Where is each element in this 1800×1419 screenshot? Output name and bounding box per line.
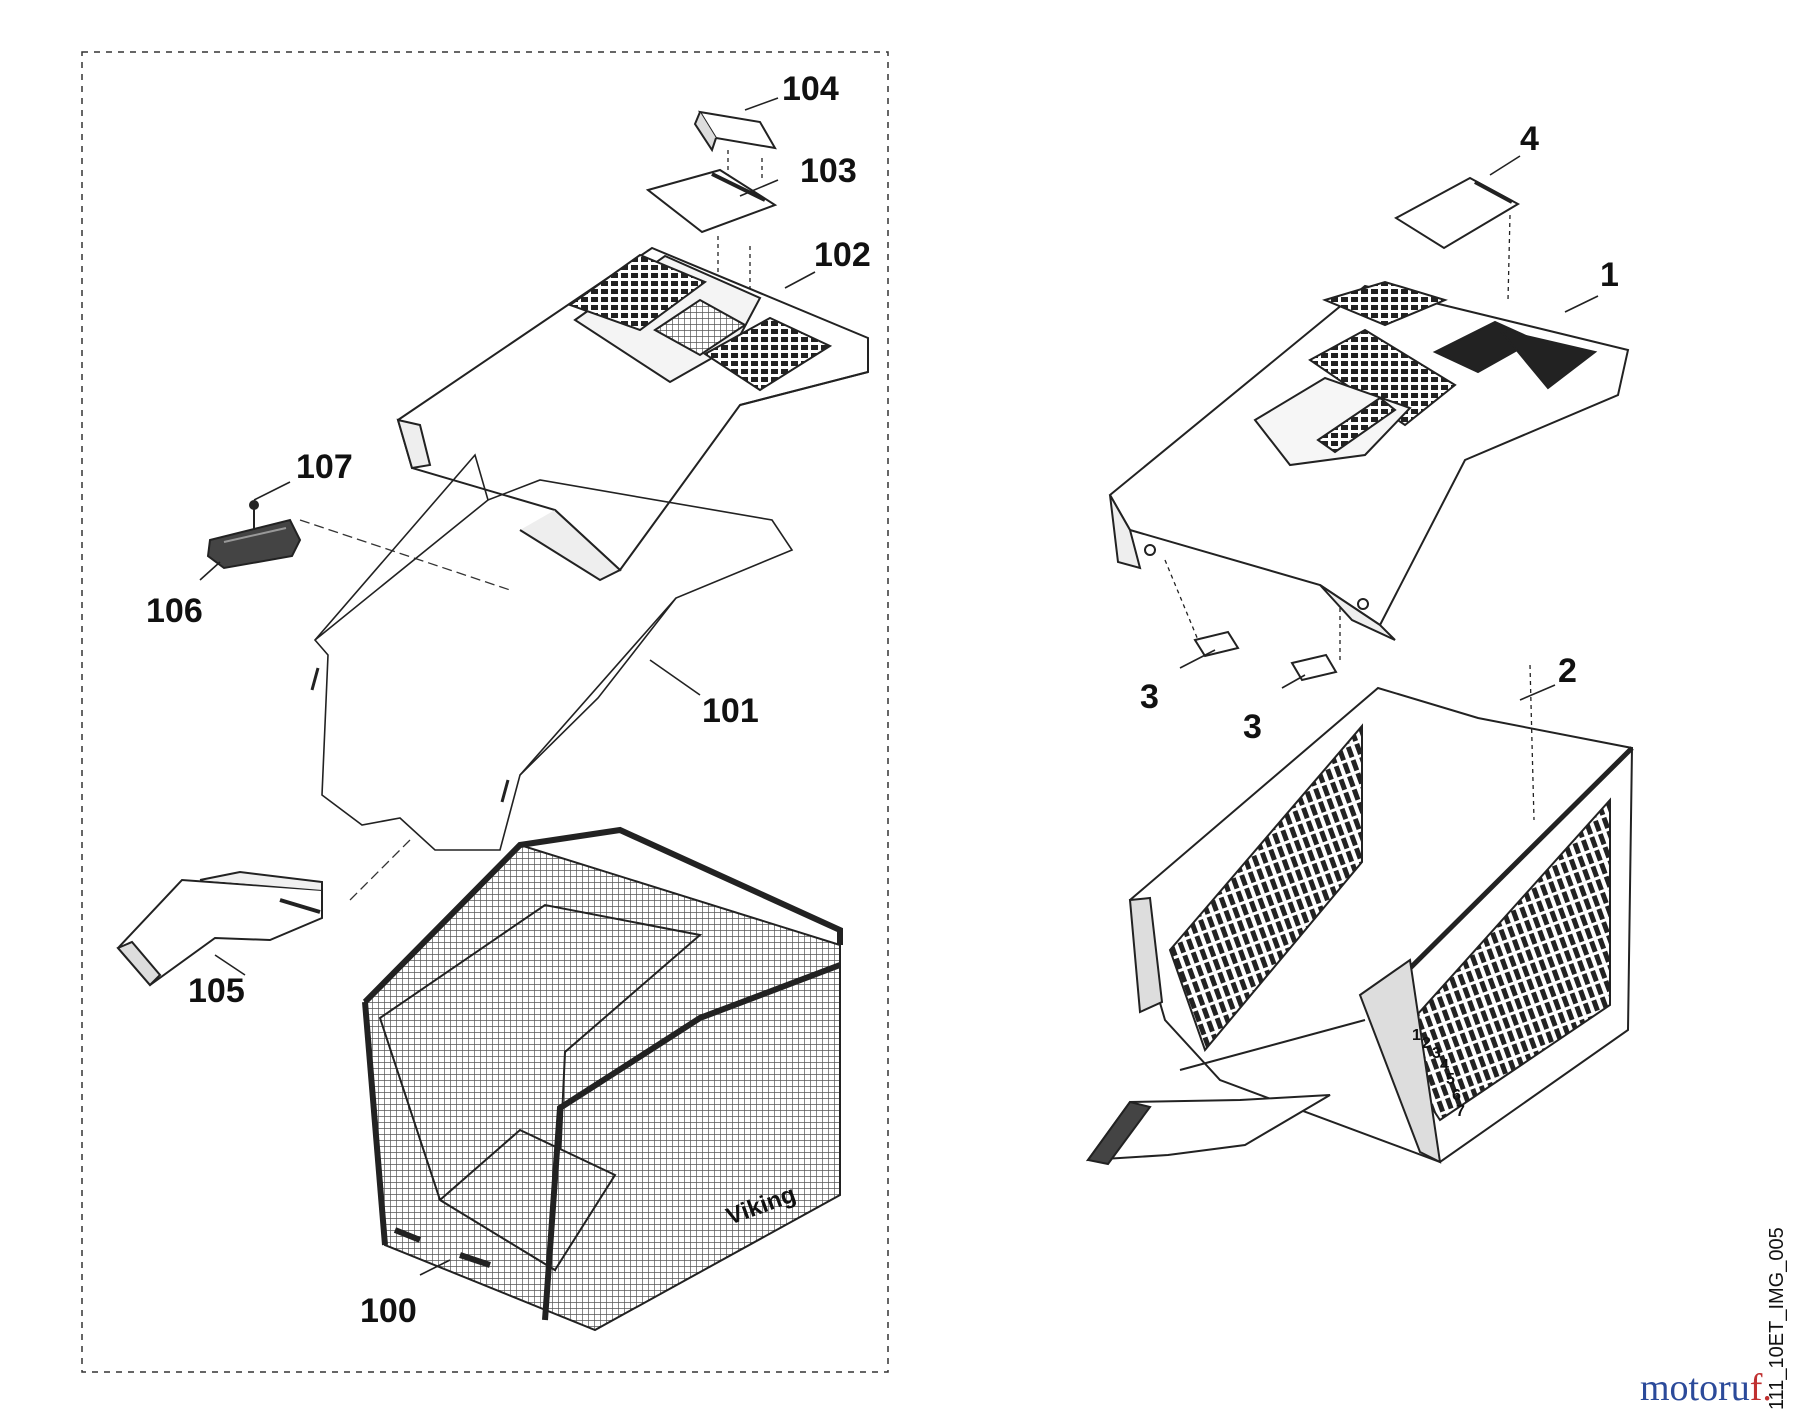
svg-text:4: 4: [1440, 1057, 1449, 1074]
part-105-chute: [116, 839, 411, 987]
part-100-grass-bag: [362, 826, 843, 1332]
assembly-frame: [81, 51, 889, 1373]
label-part-100: 100: [360, 1292, 417, 1330]
svg-text:2: 2: [1422, 1035, 1431, 1052]
label-part-107: 107: [296, 448, 353, 486]
part-1-top-cover: [1108, 280, 1630, 641]
label-part-105: 105: [188, 972, 245, 1010]
part-2-grass-bag: [1085, 664, 1634, 1166]
label-part-2: 2: [1558, 652, 1577, 690]
part-101-liner: [310, 453, 794, 851]
label-part-103: 103: [800, 152, 857, 190]
svg-text:5: 5: [1446, 1071, 1455, 1088]
leader-lines-right: [1179, 155, 1599, 701]
svg-text:1: 1: [1412, 1027, 1421, 1044]
svg-text:6: 6: [1452, 1087, 1461, 1104]
svg-text:3: 3: [1432, 1045, 1441, 1062]
part-102-top-cover: [396, 246, 869, 582]
label-part-106: 106: [146, 592, 203, 630]
label-part-3a: 3: [1140, 678, 1159, 716]
part-4-flap: [1394, 176, 1521, 301]
label-part-4: 4: [1520, 120, 1539, 158]
watermark-logo: motoruf.: [1640, 1367, 1772, 1409]
svg-text:7: 7: [1456, 1103, 1465, 1120]
leader-lines-left: [199, 97, 816, 1276]
label-part-1: 1: [1600, 256, 1619, 294]
label-part-3b: 3: [1243, 708, 1262, 746]
part-3-pins: [1164, 559, 1341, 682]
label-part-102: 102: [814, 236, 871, 274]
label-part-104: 104: [782, 70, 839, 108]
part-103-flap: [645, 168, 778, 300]
label-part-101: 101: [702, 692, 759, 730]
part-104-clip: [693, 110, 777, 180]
part-107-screw: [249, 500, 259, 530]
part-106-handle: [206, 518, 511, 591]
fill-scale: 1 2 3 4 5 6 7: [1412, 1027, 1465, 1120]
